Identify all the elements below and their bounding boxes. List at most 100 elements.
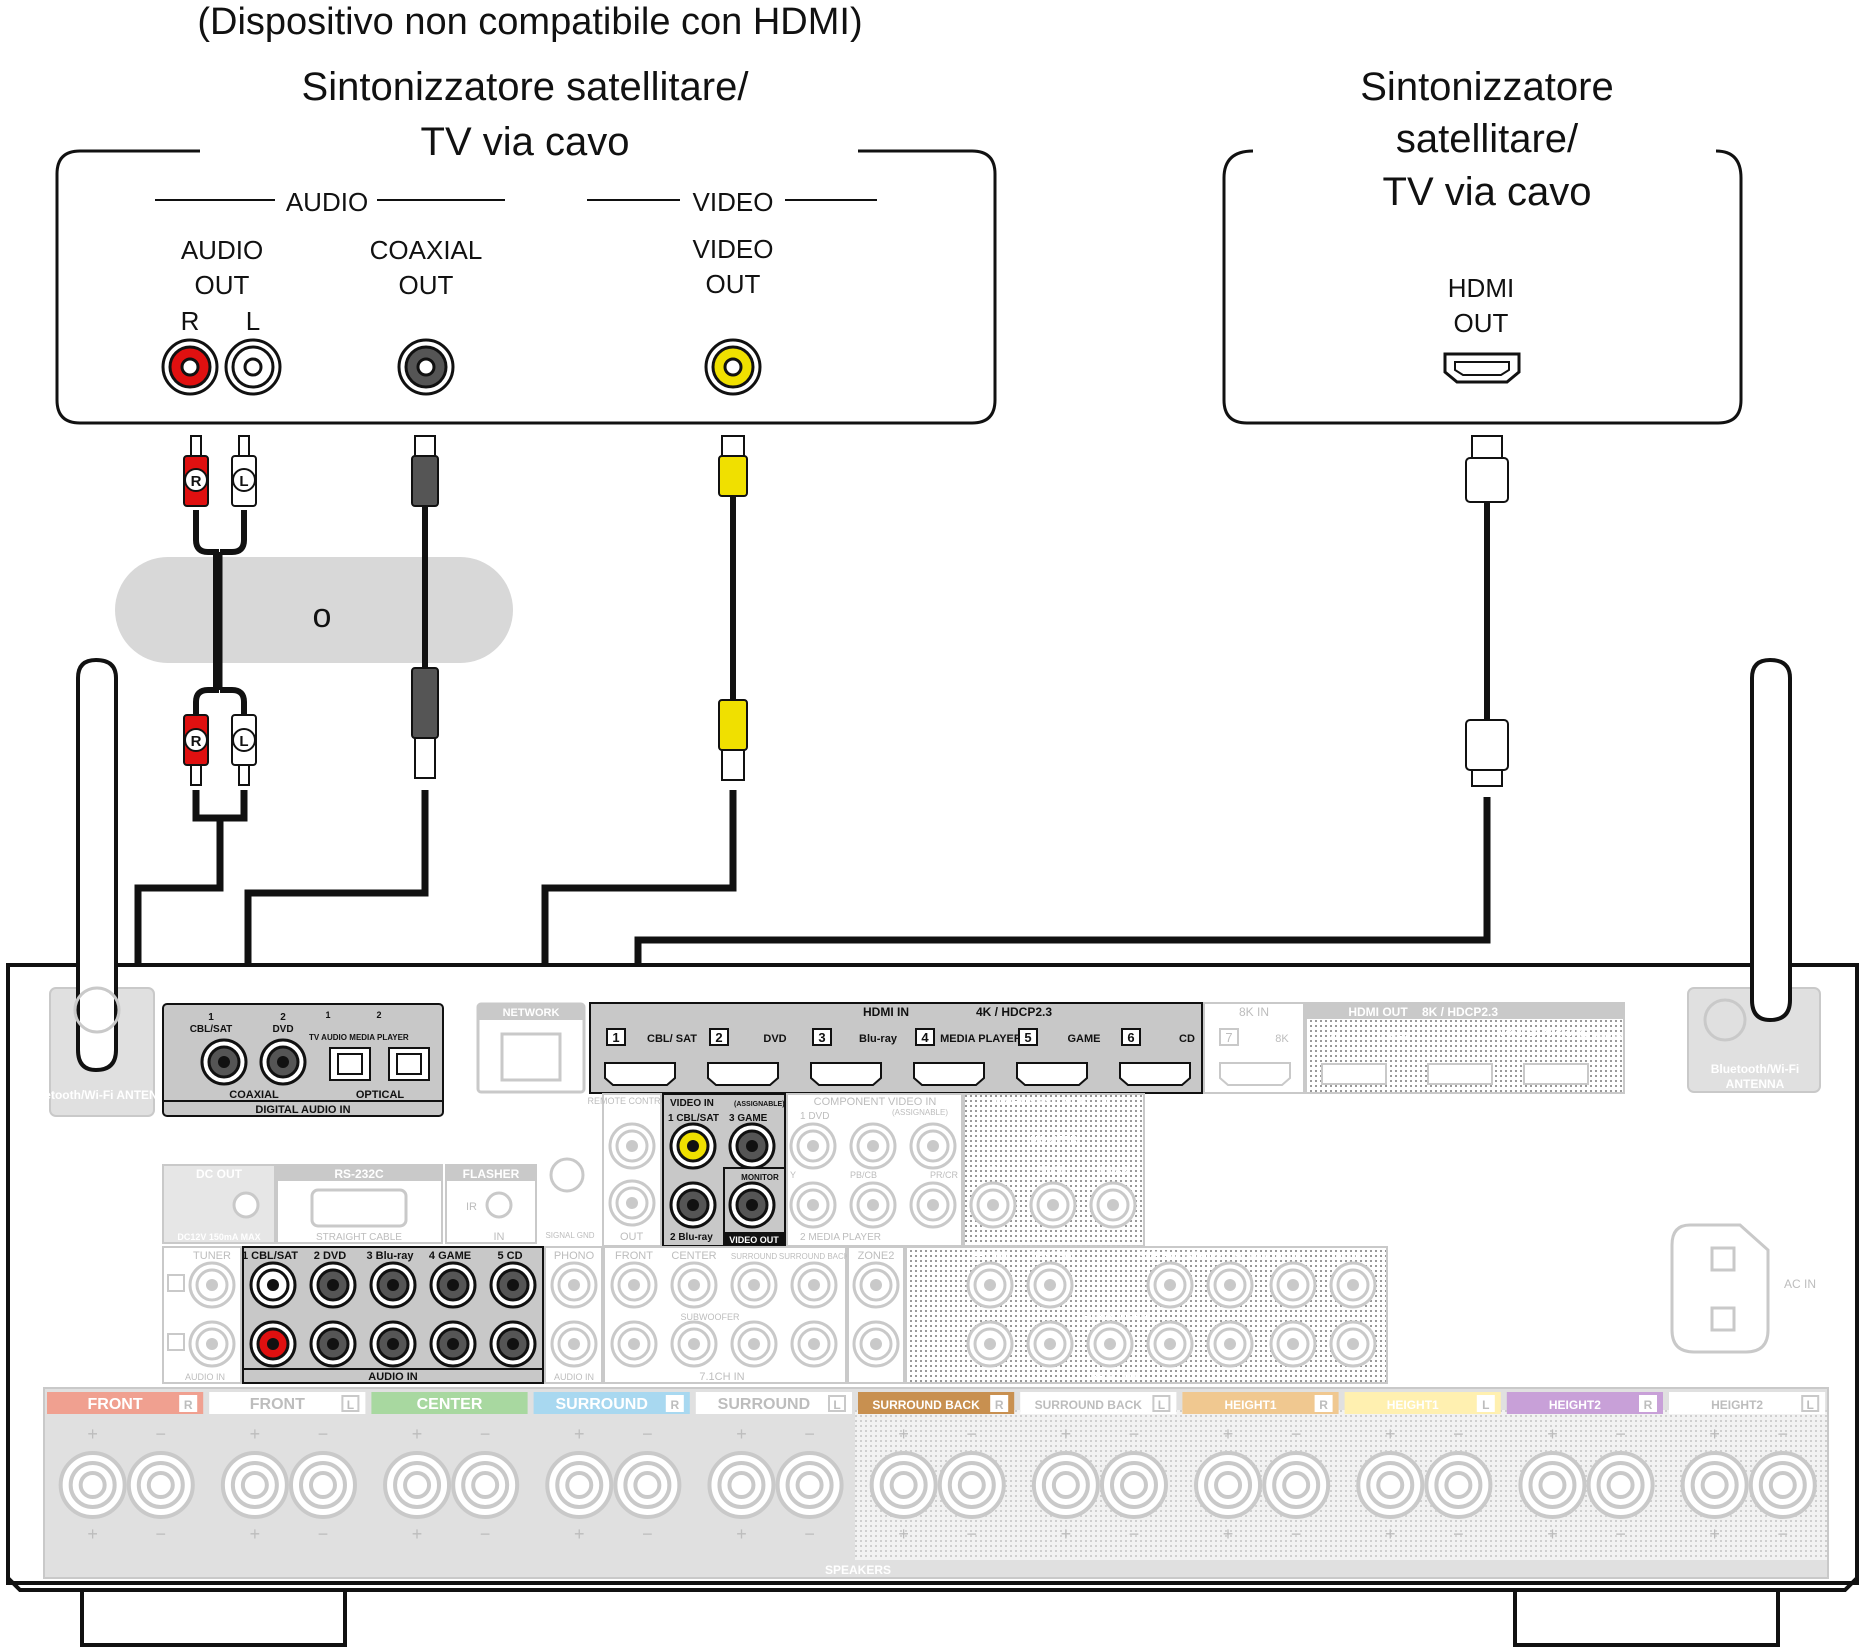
hdmi-in-2: 2 DVD bbox=[707, 1028, 787, 1086]
speaker-group-label: SURROUND bbox=[718, 1396, 810, 1413]
svg-text:HDMI IN: HDMI IN bbox=[863, 1005, 909, 1019]
svg-text:IN: IN bbox=[494, 1231, 505, 1243]
svg-text:SUBWOOFER: SUBWOOFER bbox=[680, 1312, 740, 1322]
speaker-group-label: FRONT bbox=[88, 1396, 143, 1413]
analog-audio-cable: R L R L bbox=[134, 435, 270, 1319]
hdmi-in-number: 7 bbox=[1225, 1030, 1232, 1045]
svg-text:7.1CH IN: 7.1CH IN bbox=[699, 1371, 744, 1383]
svg-text:ZONE2: ZONE2 bbox=[858, 1250, 895, 1262]
component-video-out: COMPONENT VIDEO OUT MONITOR Y PB/CB PR/C… bbox=[963, 1093, 1145, 1247]
svg-text:STRAIGHT CABLE: STRAIGHT CABLE bbox=[316, 1232, 402, 1243]
svg-text:+: + bbox=[87, 1424, 98, 1444]
svg-text:+: + bbox=[1385, 1424, 1396, 1444]
svg-text:+: + bbox=[1547, 1524, 1558, 1544]
svg-text:FLASHER: FLASHER bbox=[463, 1167, 520, 1181]
svg-text:+: + bbox=[1385, 1524, 1396, 1544]
svg-text:+: + bbox=[412, 1424, 423, 1444]
svg-text:DC OUT: DC OUT bbox=[196, 1167, 243, 1181]
speaker-side-label: R bbox=[184, 1398, 193, 1412]
video-out-label-1: VIDEO bbox=[693, 234, 774, 264]
svg-text:NETWORK: NETWORK bbox=[503, 1007, 560, 1019]
speaker-side-label: R bbox=[1644, 1398, 1653, 1412]
hdmi-in-name: DVD bbox=[763, 1033, 786, 1045]
hdmi-in-number: 4 bbox=[921, 1030, 929, 1045]
hdmi-in-number: 2 bbox=[715, 1030, 722, 1045]
remote-control-jacks: REMOTE CONTROL OUT bbox=[587, 1093, 673, 1247]
rs232c: RS-232C STRAIGHT CABLE bbox=[276, 1164, 443, 1244]
svg-text:+: + bbox=[1709, 1524, 1720, 1544]
svg-text:−: − bbox=[1291, 1524, 1302, 1544]
speaker-group-label: FRONT bbox=[250, 1396, 305, 1413]
phono-jacks: PHONO AUDIO IN bbox=[544, 1246, 603, 1384]
svg-text:+: + bbox=[1547, 1424, 1558, 1444]
svg-text:−: − bbox=[318, 1524, 329, 1544]
hdmi-out-panel: HDMI OUT 8K / HDCP2.3 4K ZONE2 MONITOR A… bbox=[1305, 1002, 1630, 1094]
audio-in-port-label: 4 GAME bbox=[429, 1250, 471, 1262]
video-out-label-2: OUT bbox=[706, 269, 761, 299]
svg-text:−: − bbox=[642, 1424, 653, 1444]
svg-text:RS-232C: RS-232C bbox=[334, 1167, 384, 1181]
svg-text:−: − bbox=[1129, 1424, 1140, 1444]
svg-text:(ASSIGNABLE): (ASSIGNABLE) bbox=[892, 1108, 948, 1117]
audio-in-port-label: 1 CBL/SAT bbox=[242, 1250, 298, 1262]
svg-text:−: − bbox=[480, 1424, 491, 1444]
left-device-box bbox=[55, 149, 997, 425]
svg-text:−: − bbox=[804, 1424, 815, 1444]
svg-text:AC IN: AC IN bbox=[1784, 1277, 1816, 1291]
svg-text:1 DVD: 1 DVD bbox=[800, 1111, 829, 1122]
svg-text:SPEAKERS: SPEAKERS bbox=[825, 1563, 891, 1577]
right-foot bbox=[1513, 1592, 1780, 1647]
svg-text:AUDIO IN: AUDIO IN bbox=[185, 1372, 225, 1382]
hdmi-in-name: 8K bbox=[1275, 1033, 1289, 1045]
speaker-group-label: HEIGHT1 bbox=[1387, 1398, 1439, 1412]
audio-out-label-2: OUT bbox=[195, 270, 250, 300]
right-device-title-1: Sintonizzatore bbox=[1360, 65, 1613, 109]
speaker-side-label: L bbox=[833, 1398, 840, 1412]
svg-text:COMPONENT VIDEO IN: COMPONENT VIDEO IN bbox=[814, 1096, 937, 1108]
plug-r-bottom: R bbox=[191, 733, 202, 750]
svg-text:PB/CB: PB/CB bbox=[1038, 1165, 1067, 1175]
audio-in-port: 5 CD bbox=[489, 1250, 537, 1368]
multichannel-label: FRONT bbox=[615, 1250, 653, 1262]
svg-text:COMPONENT VIDEO OUT: COMPONENT VIDEO OUT bbox=[986, 1096, 1121, 1108]
svg-text:−: − bbox=[156, 1424, 167, 1444]
svg-text:+: + bbox=[898, 1524, 909, 1544]
network-port: NETWORK bbox=[476, 1002, 586, 1094]
speaker-group-label: SURROUND BACK bbox=[1035, 1398, 1143, 1412]
coaxial-out-jack bbox=[397, 338, 455, 396]
digital-audio-in-panel: 1 CBL/SAT 2 DVD 1 TV AUDIO 2 MEDIA PLAYE… bbox=[162, 1003, 444, 1117]
speaker-side-label: L bbox=[1807, 1398, 1814, 1412]
svg-text:2: 2 bbox=[376, 1010, 381, 1020]
zone2-jacks: ZONE2 bbox=[847, 1246, 905, 1384]
svg-text:−: − bbox=[318, 1424, 329, 1444]
speaker-side-label: R bbox=[670, 1398, 679, 1412]
svg-text:MONITOR 2: MONITOR 2 bbox=[1580, 1032, 1630, 1042]
svg-text:8K / HDCP2.3: 8K / HDCP2.3 bbox=[1422, 1005, 1498, 1019]
svg-text:REMOTE CONTROL: REMOTE CONTROL bbox=[587, 1096, 672, 1106]
svg-text:PHONO: PHONO bbox=[554, 1250, 595, 1262]
preout-label: HEIGHT1 bbox=[1276, 1252, 1311, 1261]
hdmi-in-name: CBL/ SAT bbox=[647, 1033, 697, 1045]
svg-text:COAXIAL: COAXIAL bbox=[229, 1089, 279, 1101]
hdmi-in-name: CD bbox=[1179, 1033, 1195, 1045]
left-foot bbox=[80, 1592, 347, 1647]
hdmi-in-name: GAME bbox=[1068, 1033, 1101, 1045]
svg-text:DC12V 150mA MAX: DC12V 150mA MAX bbox=[177, 1232, 260, 1242]
right-antenna: Bluetooth/Wi-Fi ANTENNA bbox=[1687, 657, 1821, 1093]
svg-text:SUBWOOFER: SUBWOOFER bbox=[1082, 1312, 1149, 1323]
audio-in-port: 3 Blu-ray bbox=[366, 1250, 417, 1368]
svg-text:+: + bbox=[898, 1424, 909, 1444]
svg-text:+: + bbox=[250, 1524, 261, 1544]
